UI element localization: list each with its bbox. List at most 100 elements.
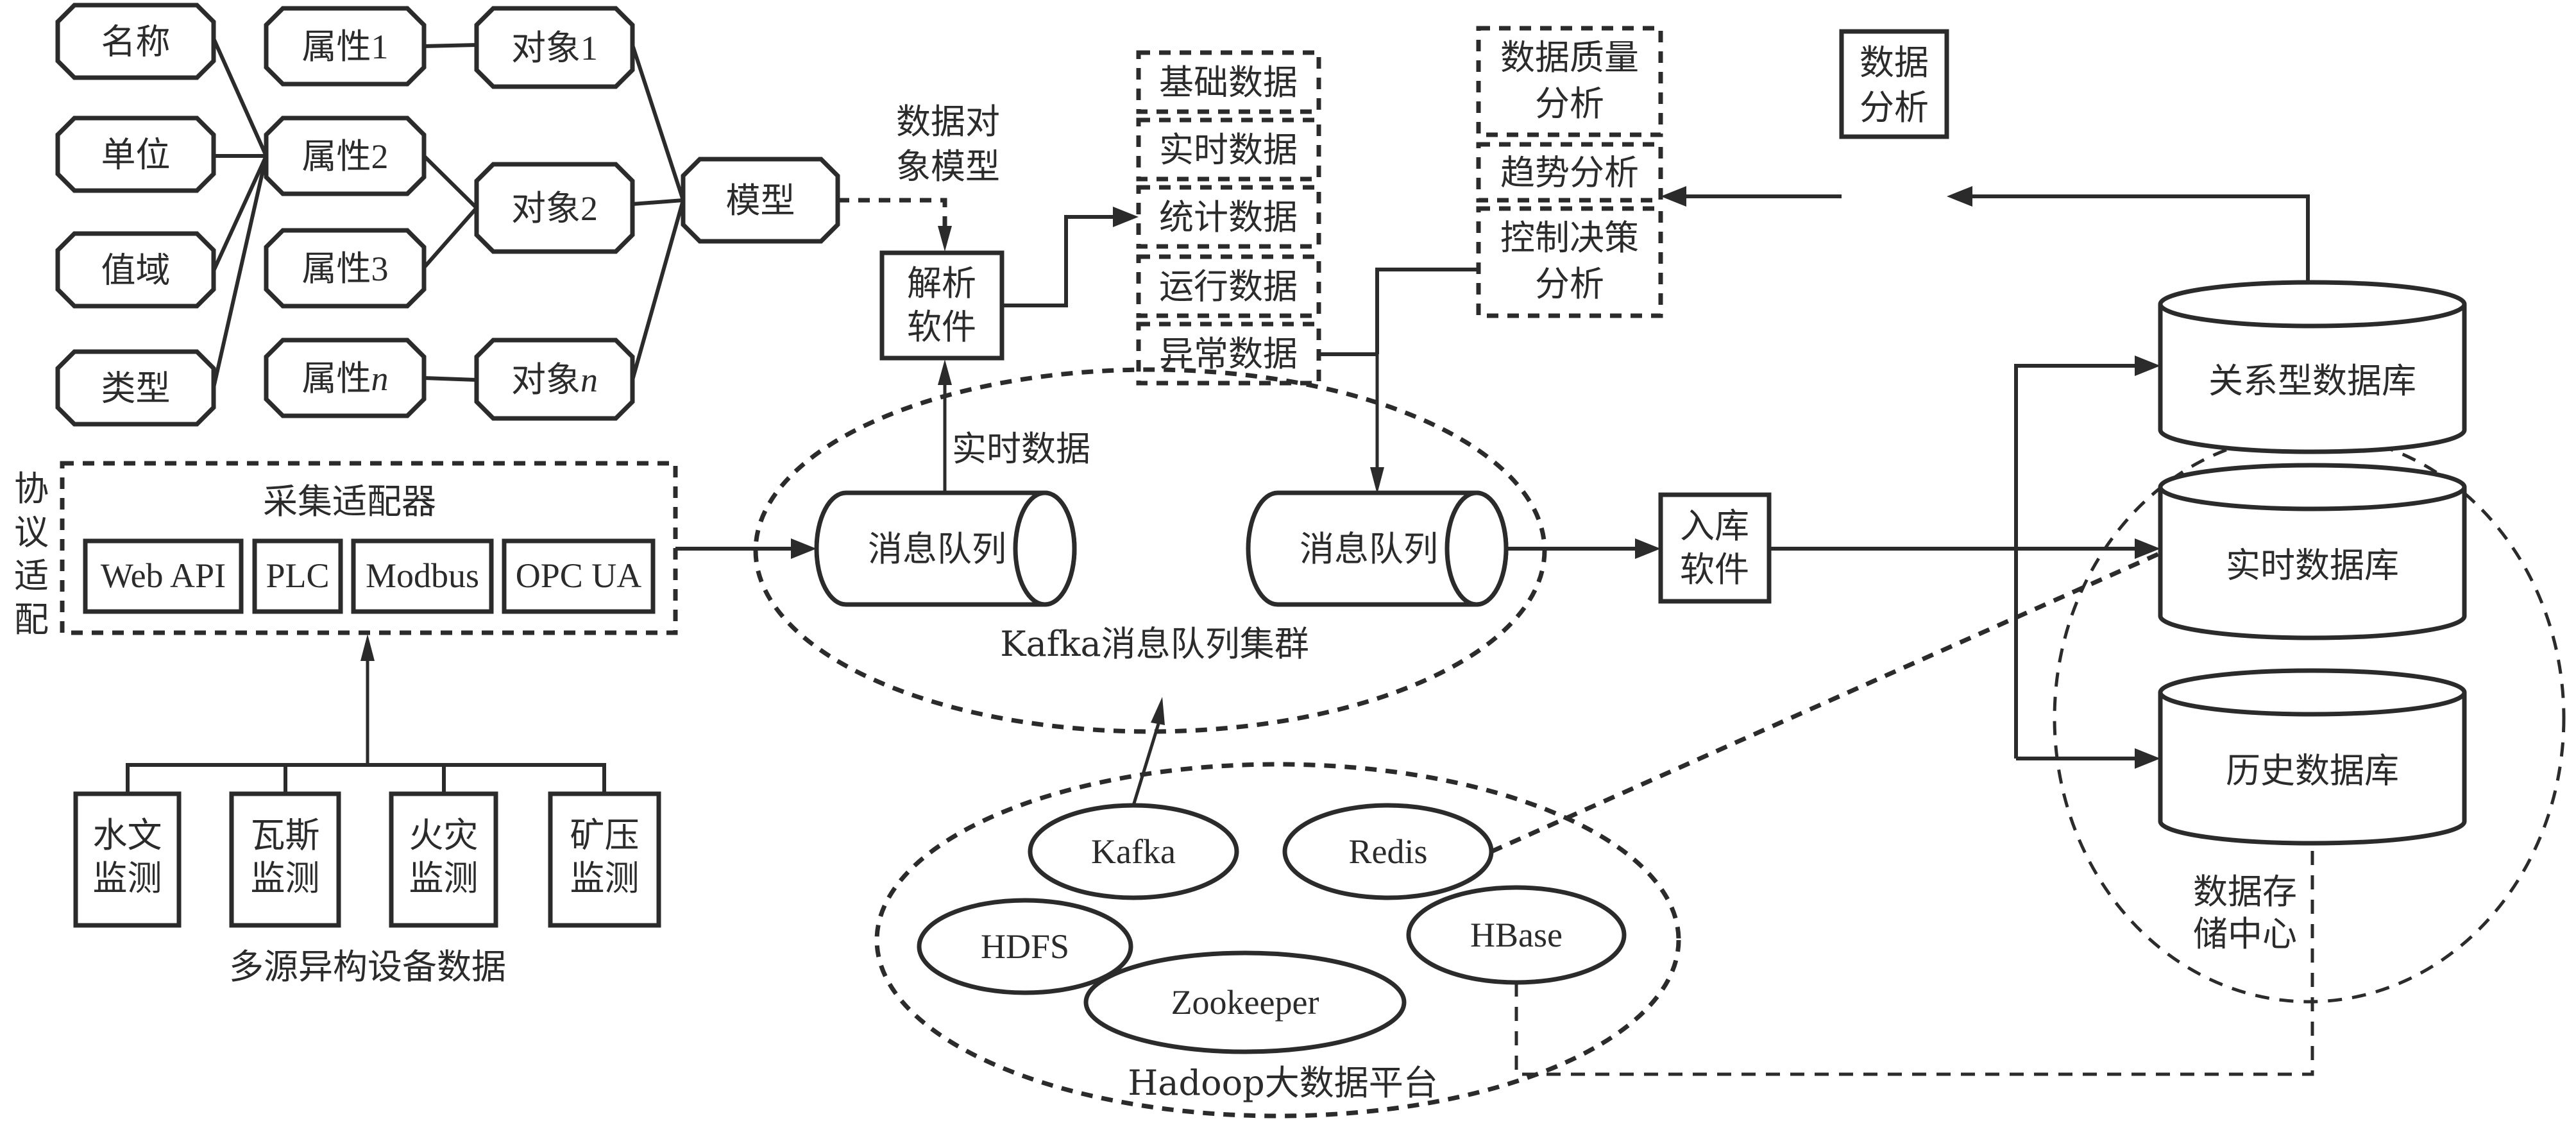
attribute-meta-2-label: 值域 — [101, 250, 171, 291]
data-analysis-box[interactable]: 数据 分析 — [1839, 29, 1949, 139]
analysis-label: 分析 — [1535, 264, 1604, 304]
hadoop-component-label: Kafka — [1091, 832, 1176, 871]
message-queue-label: 消息队列 — [868, 529, 1006, 569]
message-queue-0[interactable]: 消息队列 — [814, 490, 1077, 607]
message-queue-1[interactable]: 消息队列 — [1246, 490, 1509, 607]
attribute-meta-0[interactable]: 名称 — [55, 3, 216, 80]
object-1[interactable]: 对象1 — [474, 6, 635, 89]
data-category-4[interactable]: 异常数据 — [1136, 321, 1321, 386]
attribute-2-label: 属性2 — [302, 136, 389, 176]
adapter-side-label-1: 协 — [14, 468, 49, 509]
attribute-meta-2-shape — [55, 231, 216, 309]
data-object-model-label-1: 数据对 — [896, 101, 1000, 142]
edge-parser-datacats — [1002, 215, 1113, 307]
edge-obj2-model — [632, 198, 684, 206]
protocol-0[interactable]: Web API — [83, 538, 244, 614]
attribute-1-label: 属性1 — [302, 26, 389, 67]
database-0[interactable]: 关系型数据库 — [2158, 280, 2467, 454]
edge-attr3-obj2 — [422, 207, 479, 269]
data-category-2[interactable]: 统计数据 — [1136, 185, 1321, 249]
storage-caption-1: 数据存 — [2193, 871, 2297, 912]
data-object-model-label-2: 象模型 — [896, 146, 1000, 187]
storage-caption-2: 储中心 — [2193, 914, 2297, 954]
hadoop-component-0[interactable]: Kafka — [1028, 803, 1239, 900]
arrowhead-history-db — [2135, 748, 2160, 769]
protocol-label: Web API — [101, 556, 226, 595]
device-label: 水文 — [93, 815, 162, 855]
ingest-software[interactable]: 入库 软件 — [1658, 492, 1772, 604]
kafka-cluster: 消息队列 消息队列 Kafka消息队列集群 — [753, 367, 1547, 734]
analysis-item-1[interactable]: 趋势分析 — [1476, 142, 1663, 203]
attribute-meta-1[interactable]: 单位 — [55, 116, 216, 193]
hadoop-component-3[interactable]: HBase — [1406, 885, 1627, 985]
adapter-side-label-4: 配 — [14, 599, 49, 640]
protocol-2[interactable]: Modbus — [351, 538, 494, 614]
object-n-label: 对象n — [511, 359, 598, 400]
attribute-meta-3[interactable]: 类型 — [55, 349, 216, 427]
hadoop-component-4[interactable]: Zookeeper — [1083, 950, 1407, 1054]
protocol-1[interactable]: PLC — [252, 538, 343, 614]
protocol-label: Modbus — [366, 556, 479, 595]
attribute-meta-0-shape — [55, 3, 216, 80]
object-1-shape — [474, 6, 635, 89]
object-n[interactable]: 对象n — [474, 338, 635, 421]
device-label: 监测 — [409, 858, 479, 898]
edge-model-parser — [838, 198, 947, 226]
object-2[interactable]: 对象2 — [474, 162, 635, 254]
hadoop-component-2[interactable]: HDFS — [917, 898, 1133, 995]
edge-type-attr2 — [212, 155, 268, 388]
database-2[interactable]: 历史数据库 — [2158, 668, 2467, 846]
attribute-3[interactable]: 属性3 — [264, 228, 427, 309]
attribute-n[interactable]: 属性n — [264, 338, 427, 418]
data-category-label: 运行数据 — [1159, 266, 1298, 307]
attribute-1[interactable]: 属性1 — [264, 6, 427, 87]
edge-ingest-bus-relational — [2014, 364, 2135, 759]
adapter-title: 采集适配器 — [263, 481, 436, 522]
model-node[interactable]: 模型 — [681, 157, 840, 244]
edge-attrn-objn — [423, 376, 477, 382]
edge-objn-model — [631, 200, 685, 381]
protocol-3[interactable]: OPC UA — [502, 538, 656, 614]
parser-label-1: 解析 — [907, 263, 976, 304]
edge-attr1-obj1 — [423, 43, 477, 48]
data-category-3[interactable]: 运行数据 — [1136, 254, 1321, 318]
device-label: 矿压 — [570, 815, 640, 855]
database-label: 历史数据库 — [2226, 751, 2399, 791]
edge-redis-realtime-db — [1490, 551, 2162, 854]
data-analysis-label-2: 分析 — [1860, 87, 1929, 128]
parser-software[interactable]: 解析 软件 — [879, 250, 1004, 361]
model-node-label: 模型 — [726, 180, 795, 221]
attribute-meta-1-shape — [55, 116, 216, 193]
message-queue-label: 消息队列 — [1300, 529, 1438, 569]
arrowhead-mq2 — [1370, 467, 1384, 494]
attribute-2-shape — [264, 116, 427, 196]
edge-attr2-obj2 — [422, 154, 479, 210]
hadoop-component-1[interactable]: Redis — [1282, 803, 1494, 900]
arrowhead-dataanalysis — [1947, 186, 1972, 207]
data-category-label: 异常数据 — [1159, 334, 1298, 374]
database-1[interactable]: 实时数据库 — [2158, 463, 2467, 640]
attribute-meta-2[interactable]: 值域 — [55, 231, 216, 309]
protocol-label: OPC UA — [516, 556, 642, 595]
data-category-0[interactable]: 基础数据 — [1136, 50, 1321, 114]
adapter-side-label-2: 议 — [14, 512, 49, 553]
attribute-2[interactable]: 属性2 — [264, 116, 427, 196]
protocol-list: Web API PLC Modbus OPC UA — [83, 538, 656, 614]
arrowhead-kafka-cluster — [1151, 697, 1165, 725]
attribute-meta-3-shape — [55, 349, 216, 427]
arrowhead-adapter — [360, 634, 375, 661]
kafka-cluster-caption: Kafka消息队列集群 — [1000, 624, 1309, 664]
edge-control-bus — [1375, 268, 1479, 354]
arrowhead-parser-top — [938, 226, 952, 252]
data-category-1[interactable]: 实时数据 — [1136, 117, 1321, 182]
hadoop-caption: Hadoop大数据平台 — [1128, 1063, 1437, 1103]
